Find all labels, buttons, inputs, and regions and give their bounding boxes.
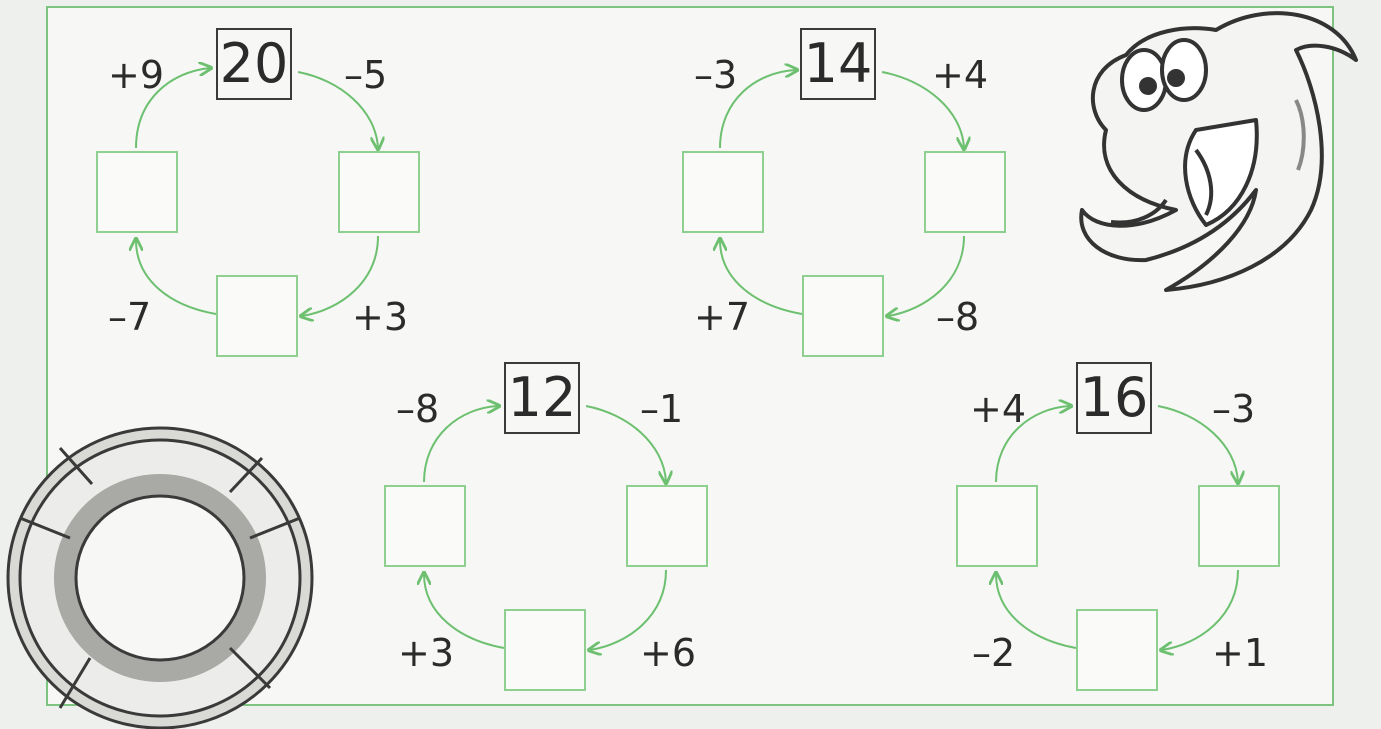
puzzle-2-answer-bottom[interactable] [802, 275, 884, 357]
puzzle-4-op-top-left: +4 [970, 390, 1026, 428]
puzzle-1-answer-right[interactable] [338, 151, 420, 233]
puzzle-3-op-bottom-right: +6 [640, 634, 696, 672]
puzzle-3-answer-left[interactable] [384, 485, 466, 567]
puzzle-3-op-top-left: –8 [396, 390, 439, 428]
life-ring-illustration [0, 418, 320, 729]
puzzle-4-answer-left[interactable] [956, 485, 1038, 567]
puzzle-2-op-top-left: –3 [694, 56, 737, 94]
puzzle-1-op-bottom-left: –7 [108, 298, 151, 336]
puzzle-1-answer-bottom[interactable] [216, 275, 298, 357]
puzzle-4-answer-bottom[interactable] [1076, 609, 1158, 691]
puzzle-3-op-bottom-left: +3 [398, 634, 454, 672]
puzzle-1-start-number: 20 [216, 28, 292, 100]
puzzle-1-answer-left[interactable] [96, 151, 178, 233]
puzzle-3-answer-right[interactable] [626, 485, 708, 567]
puzzle-2-answer-left[interactable] [682, 151, 764, 233]
puzzle-2-op-bottom-right: –8 [936, 298, 979, 336]
puzzle-4-op-bottom-left: –2 [972, 634, 1015, 672]
puzzle-1-op-top-right: –5 [344, 56, 387, 94]
puzzle-2-op-top-right: +4 [932, 56, 988, 94]
puzzle-1-op-bottom-right: +3 [352, 298, 408, 336]
puzzle-3-answer-bottom[interactable] [504, 609, 586, 691]
puzzle-2-op-bottom-left: +7 [694, 298, 750, 336]
puzzle-4-start-number: 16 [1076, 362, 1152, 434]
dolphin-illustration [1066, 0, 1366, 300]
puzzle-3-op-top-right: –1 [640, 390, 683, 428]
puzzle-4-answer-right[interactable] [1198, 485, 1280, 567]
puzzle-1-op-top-left: +9 [108, 56, 164, 94]
puzzle-3-start-number: 12 [504, 362, 580, 434]
puzzle-2-start-number: 14 [800, 28, 876, 100]
puzzle-4-op-top-right: –3 [1212, 390, 1255, 428]
puzzle-2-answer-right[interactable] [924, 151, 1006, 233]
puzzle-4-op-bottom-right: +1 [1212, 634, 1268, 672]
